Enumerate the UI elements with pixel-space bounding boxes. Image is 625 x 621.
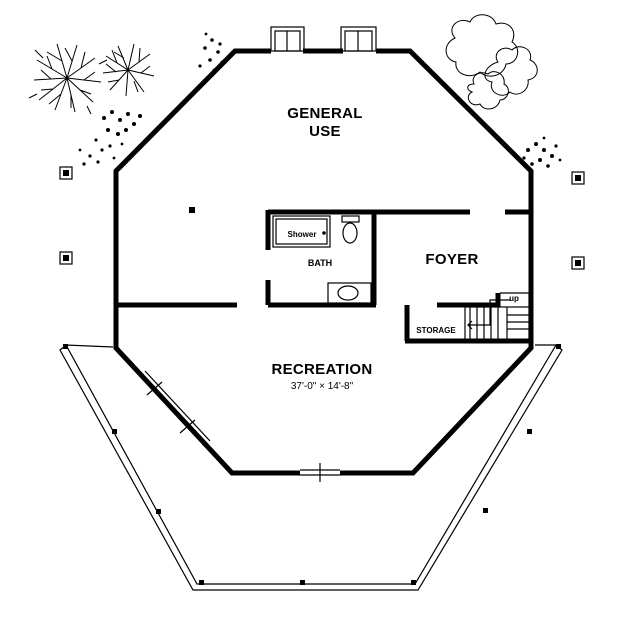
shower-stall <box>272 215 331 248</box>
stair <box>464 292 530 341</box>
general-use-label-line2: USE <box>309 123 341 140</box>
stair-up-label: up <box>509 294 519 303</box>
sink <box>327 282 372 304</box>
landscaping-left <box>28 32 224 166</box>
general-use-label: GENERAL <box>287 105 362 122</box>
toilet <box>341 215 360 244</box>
interior-walls <box>116 207 531 344</box>
foyer-label: FOYER <box>425 251 478 268</box>
deck-posts <box>63 344 561 585</box>
bath-label: BATH <box>308 258 332 268</box>
deck-outline <box>59 344 563 591</box>
bath-fixtures <box>272 215 372 304</box>
shower-label: Shower <box>288 230 317 239</box>
sliding-door-left <box>139 370 211 446</box>
recreation-label: RECREATION <box>271 361 372 378</box>
storage-label: STORAGE <box>416 326 456 335</box>
sliding-door-bottom <box>300 463 340 482</box>
exterior-walls <box>113 48 534 482</box>
landscaping-right <box>445 14 562 168</box>
exterior-lamps <box>59 166 585 270</box>
shrub-dots <box>78 32 224 166</box>
recreation-dimensions: 37'-0" × 14'-8" <box>291 381 354 392</box>
column <box>189 207 195 213</box>
top-windows <box>270 26 377 52</box>
